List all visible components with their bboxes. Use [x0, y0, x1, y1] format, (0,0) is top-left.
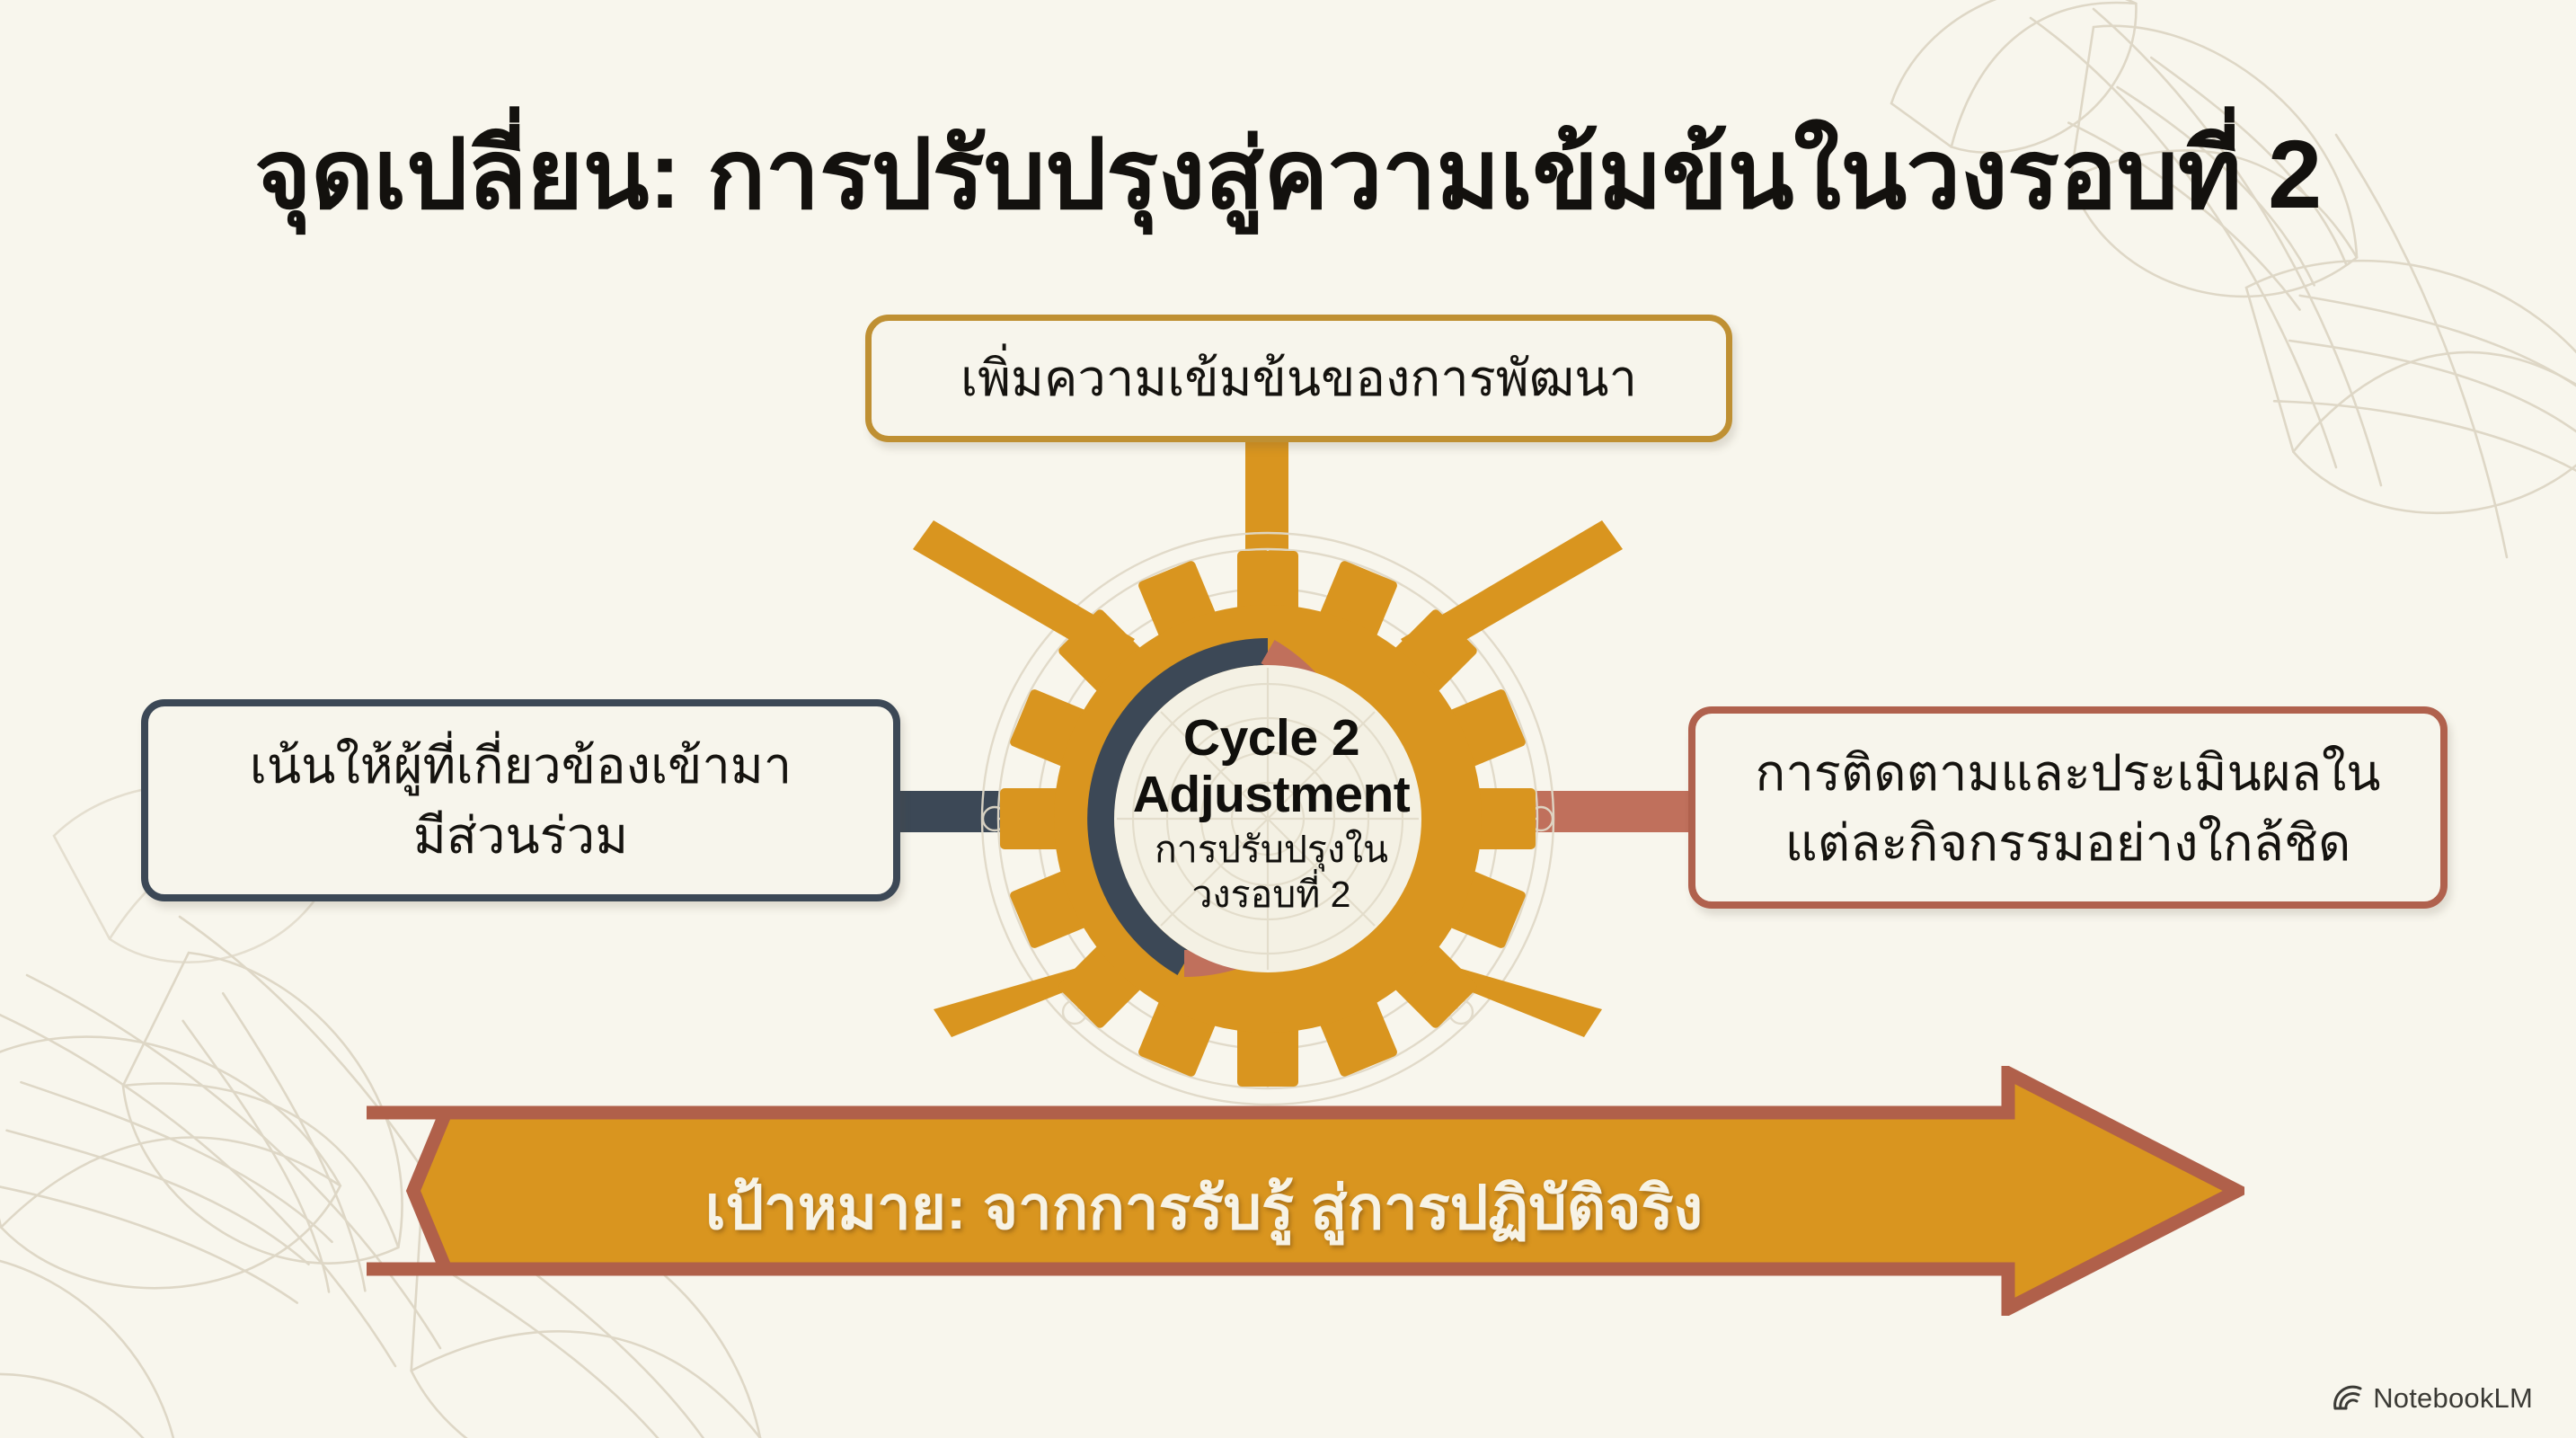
callout-right[interactable]: การติดตามและประเมินผลใน แต่ละกิจกรรมอย่า…	[1688, 706, 2448, 909]
callout-left-line2: มีส่วนร่วม	[412, 806, 629, 864]
notebooklm-arc-icon	[2333, 1385, 2363, 1412]
callout-left-line1: เน้นให้ผู้ที่เกี่ยวข้องเข้ามา	[249, 737, 792, 794]
gear-center-text: Cycle 2 Adjustment การปรับปรุงใน วงรอบที…	[1060, 710, 1483, 917]
gear-title: Cycle 2 Adjustment	[1132, 709, 1411, 823]
gear-subtitle-line2: วงรอบที่ 2	[1191, 874, 1351, 916]
callout-left[interactable]: เน้นให้ผู้ที่เกี่ยวข้องเข้ามา มีส่วนร่วม	[141, 699, 900, 901]
callout-top-text: เพิ่มความเข้มข้นของการพัฒนา	[960, 350, 1638, 407]
callout-left-text: เน้นให้ผู้ที่เกี่ยวข้องเข้ามา มีส่วนร่วม	[250, 731, 792, 870]
notebooklm-label: NotebookLM	[2373, 1382, 2533, 1414]
goal-banner-text: เป้าหมาย: จากการรับรู้ สู่การปฏิบัติจริง	[704, 1175, 1704, 1242]
callout-right-line1: การติดตามและประเมินผลใน	[1755, 744, 2381, 802]
page-title: จุดเปลี่ยน: การปรับปรุงสู่ความเข้มข้นในว…	[254, 120, 2322, 228]
gear-hub	[913, 473, 1623, 1165]
notebooklm-watermark: NotebookLM	[2333, 1382, 2533, 1415]
gear-subtitle-line1: การปรับปรุงใน	[1154, 829, 1389, 871]
callout-right-text: การติดตามและประเมินผลใน แต่ละกิจกรรมอย่า…	[1755, 738, 2380, 877]
callout-top[interactable]: เพิ่มความเข้มข้นของการพัฒนา	[865, 315, 1732, 442]
callout-right-line2: แต่ละกิจกรรมอย่างใกล้ชิด	[1784, 813, 2351, 871]
